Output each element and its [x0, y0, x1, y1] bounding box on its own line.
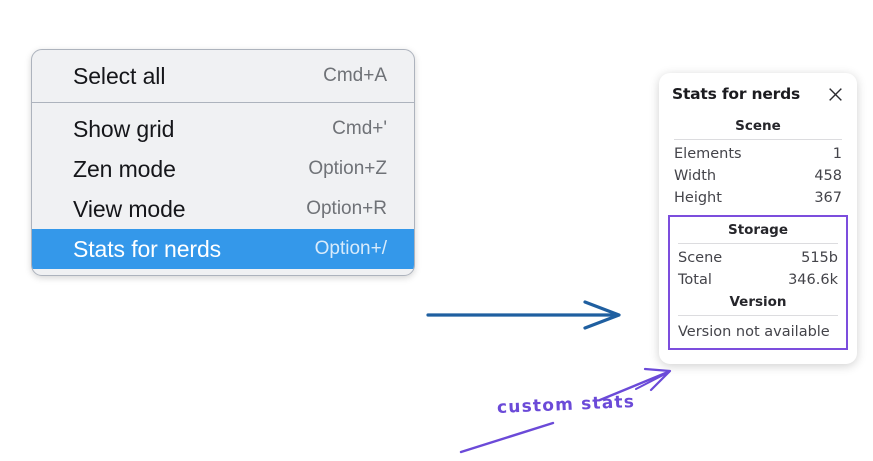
stat-row: Scene 515b — [676, 247, 840, 269]
version-section: Version Version not available — [676, 291, 840, 342]
scene-heading: Scene — [735, 118, 781, 134]
menu-item-label: Stats for nerds — [73, 235, 222, 262]
menu-item-shortcut: Cmd+A — [323, 65, 387, 86]
menu-item-zen-mode[interactable]: Zen mode Option+Z — [32, 149, 414, 189]
underline-stroke-icon — [459, 421, 555, 454]
menu-item-view-mode[interactable]: View mode Option+R — [32, 189, 414, 229]
stats-for-nerds-panel: Stats for nerds Scene Elements 1 Width 4… — [659, 73, 857, 364]
stat-value: 367 — [814, 190, 842, 206]
stat-value: 515b — [801, 250, 838, 266]
version-value: Version not available — [678, 324, 830, 340]
stat-key: Scene — [678, 250, 723, 266]
stat-key: Height — [674, 190, 722, 206]
menu-group-1: Select all Cmd+A — [32, 56, 414, 102]
custom-stats-highlight: Storage Scene 515b Total 346.6k Version … — [668, 215, 848, 350]
stat-value: 346.6k — [788, 272, 838, 288]
storage-section: Storage Scene 515b Total 346.6k — [676, 219, 840, 291]
stat-value: 1 — [832, 146, 842, 162]
stat-row: Total 346.6k — [676, 269, 840, 291]
scene-section: Scene Elements 1 Width 458 Height 367 — [672, 115, 844, 209]
menu-item-show-grid[interactable]: Show grid Cmd+' — [32, 109, 414, 149]
divider — [678, 315, 838, 316]
menu-group-2: Show grid Cmd+' Zen mode Option+Z View m… — [32, 102, 414, 269]
panel-title: Stats for nerds — [672, 85, 801, 103]
menu-item-shortcut: Cmd+' — [332, 118, 387, 139]
menu-item-select-all[interactable]: Select all Cmd+A — [32, 56, 414, 96]
stat-row: Height 367 — [672, 187, 844, 209]
menu-item-label: Zen mode — [73, 155, 176, 182]
menu-item-label: View mode — [73, 195, 186, 222]
storage-heading: Storage — [727, 222, 789, 238]
menu-item-shortcut: Option+R — [306, 198, 387, 219]
menu-item-label: Select all — [73, 62, 166, 89]
version-heading: Version — [729, 294, 787, 310]
menu-item-shortcut: Option+/ — [314, 238, 387, 259]
close-icon[interactable] — [827, 86, 844, 103]
stat-row: Width 458 — [672, 165, 844, 187]
stat-key: Width — [674, 168, 717, 184]
panel-header: Stats for nerds — [672, 85, 844, 103]
context-menu: Select all Cmd+A Show grid Cmd+' Zen mod… — [31, 49, 415, 276]
divider — [674, 139, 842, 140]
stat-value: 458 — [814, 168, 842, 184]
menu-item-shortcut: Option+Z — [308, 158, 387, 179]
divider — [678, 243, 838, 244]
menu-item-stats-for-nerds[interactable]: Stats for nerds Option+/ — [32, 229, 414, 269]
stat-key: Total — [678, 272, 712, 288]
arrow-right-icon — [426, 300, 621, 330]
annotation-callout-text: custom stats — [496, 391, 636, 419]
stat-row: Elements 1 — [672, 143, 844, 165]
menu-item-label: Show grid — [73, 115, 175, 142]
stat-key: Elements — [674, 146, 742, 162]
